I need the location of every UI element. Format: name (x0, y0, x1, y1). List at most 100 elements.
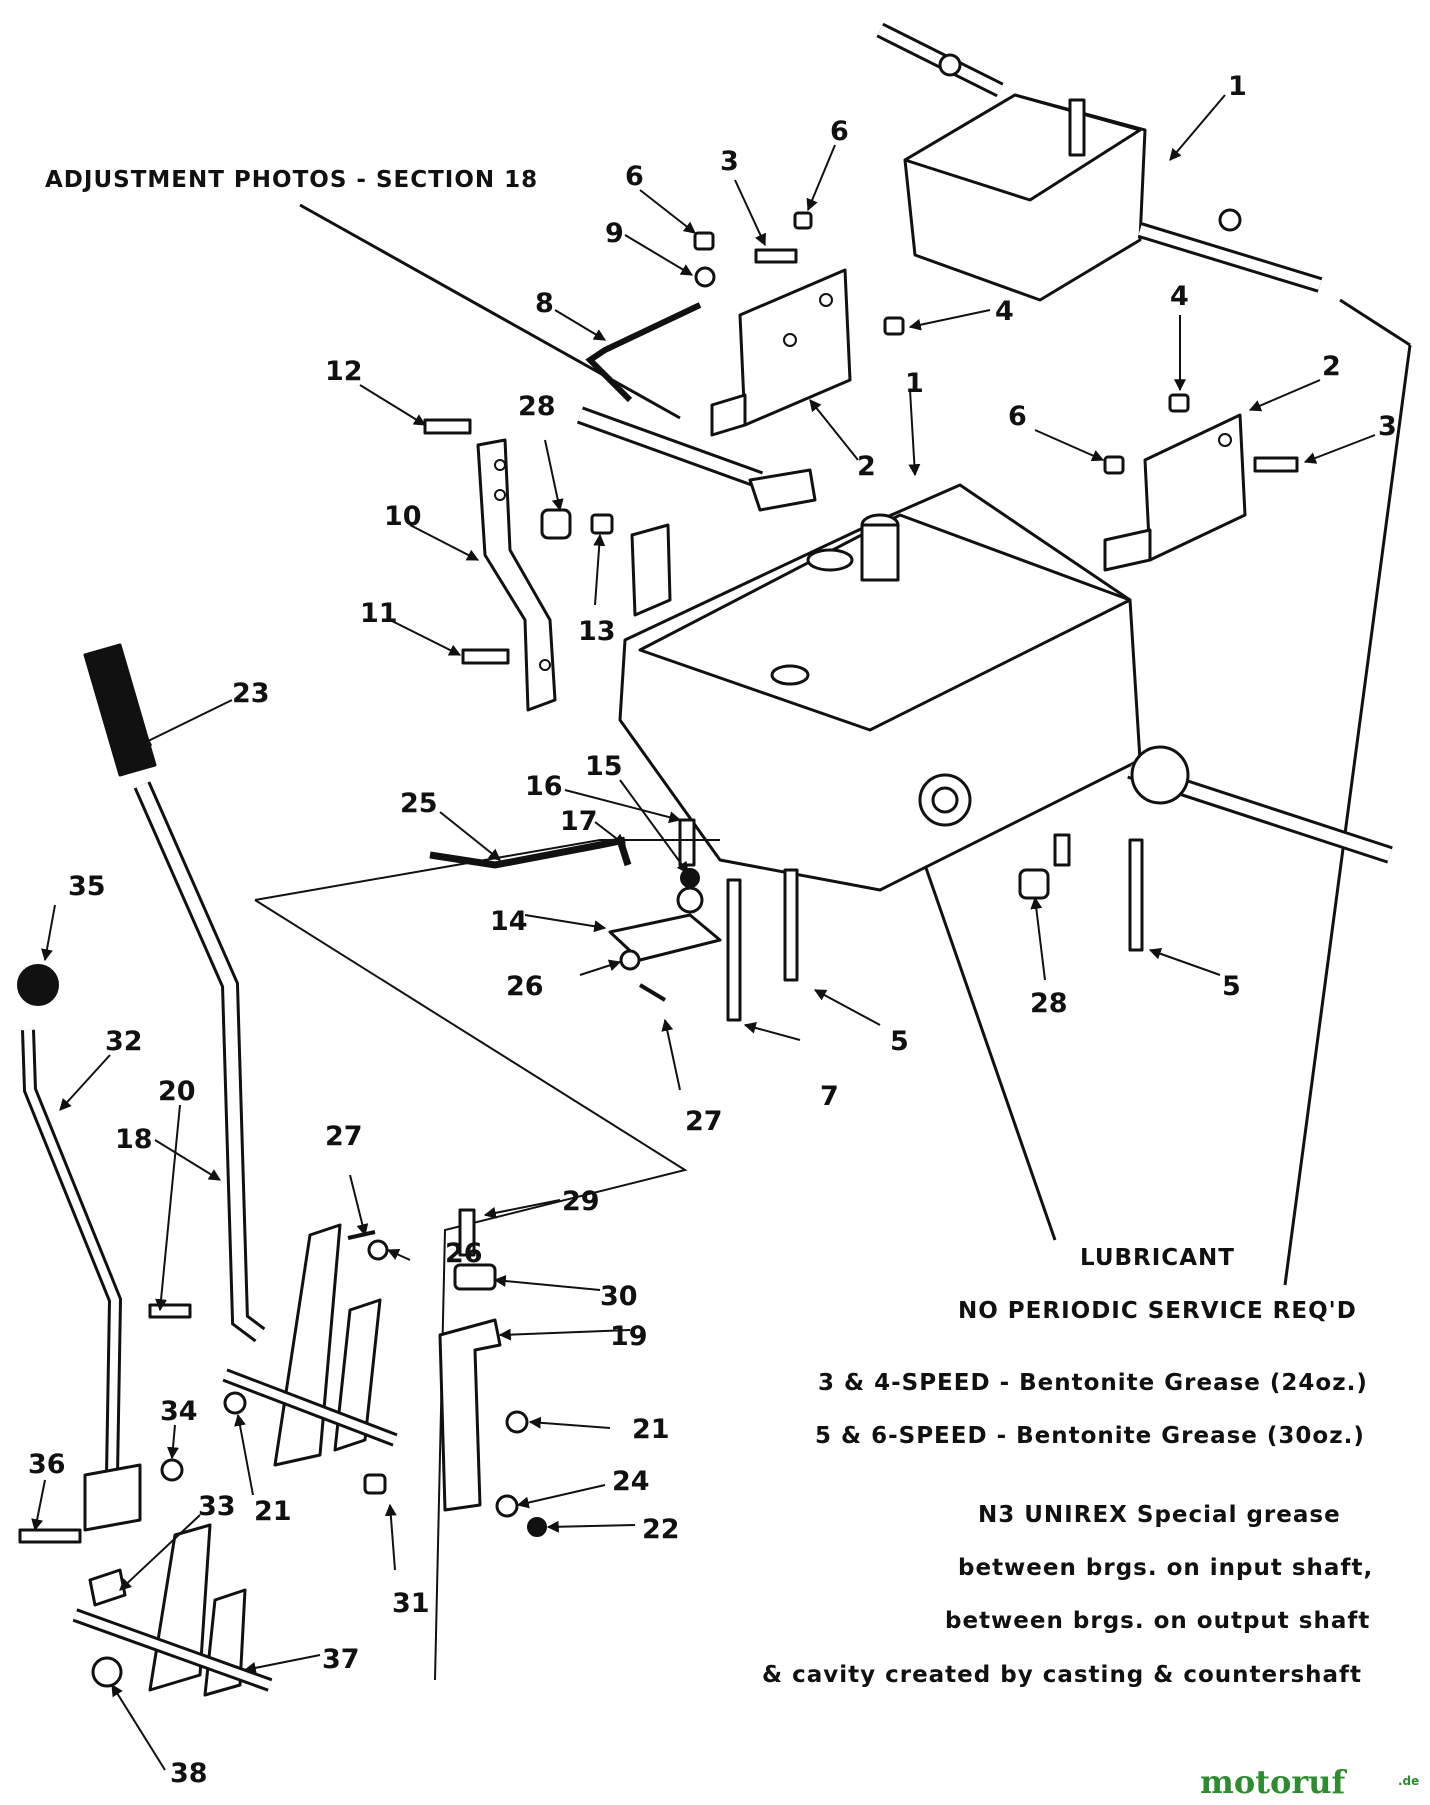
callout-2: 2 (857, 451, 876, 482)
nut-21a (223, 1391, 247, 1415)
transaxle-top (876, 22, 1323, 302)
callout-32: 32 (105, 1026, 143, 1057)
callout-19: 19 (610, 1321, 648, 1352)
callout-6: 6 (1008, 401, 1027, 432)
callout-5: 5 (1222, 971, 1241, 1002)
callout-17: 17 (560, 806, 598, 837)
callout-26: 26 (506, 971, 544, 1002)
knob-35 (17, 964, 59, 1006)
watermark-suffix: .de (1398, 1774, 1419, 1788)
callout-10: 10 (384, 501, 422, 532)
ring-38 (91, 1656, 123, 1688)
bolt-7 (726, 878, 742, 1022)
lubricant-leader-left (923, 864, 1057, 1241)
bolt-11 (461, 648, 510, 665)
lubricant-leader-right (1283, 344, 1412, 1286)
callout-arrows (31, 94, 1376, 1771)
bolt-29 (458, 1208, 476, 1257)
callout-6: 6 (625, 161, 644, 192)
bolt-16 (678, 818, 696, 867)
clevis-36 (83, 1463, 142, 1532)
lever-23-18 (83, 643, 266, 1343)
callout-11: 11 (360, 598, 398, 629)
plate-right-of-10 (630, 523, 672, 617)
adjustment-note: ADJUSTMENT PHOTOS - SECTION 18 (45, 167, 538, 193)
nut-6b (793, 211, 813, 230)
bolt-5b (1128, 838, 1144, 952)
callout-34: 34 (160, 1396, 198, 1427)
bolt-36 (18, 1528, 82, 1544)
special-grease-line-1: N3 UNIREX Special grease (978, 1502, 1341, 1528)
callout-1: 1 (905, 368, 924, 399)
callout-36: 36 (28, 1449, 66, 1480)
callout-18: 18 (115, 1124, 153, 1155)
pin-27a (638, 983, 667, 1002)
bolt-12 (423, 418, 472, 435)
callout-16: 16 (525, 771, 563, 802)
clip-31 (363, 1473, 387, 1495)
nut-34 (160, 1458, 184, 1482)
washer-9 (694, 266, 716, 288)
bracket-2-left (710, 268, 852, 437)
lubricant-notes: LUBRICANT NO PERIODIC SERVICE REQ'D 3 & … (762, 1245, 1373, 1688)
nut-6c (1103, 455, 1125, 475)
washer-24 (495, 1494, 519, 1518)
lockwasher-15 (680, 868, 700, 888)
lubricant-title: LUBRICANT (1080, 1245, 1235, 1271)
callout-26: 26 (445, 1238, 483, 1269)
washer-15 (676, 886, 704, 914)
callout-8: 8 (535, 288, 554, 319)
callout-37: 37 (322, 1644, 360, 1675)
callout-4: 4 (995, 296, 1014, 327)
callout-2: 2 (1322, 351, 1341, 382)
callout-5: 5 (890, 1026, 909, 1057)
watermark: motoruf (1200, 1763, 1347, 1800)
clip-28a (540, 508, 572, 540)
clip-28b (1018, 868, 1050, 900)
callout-31: 31 (392, 1588, 430, 1619)
nut-22 (527, 1517, 547, 1537)
callout-38: 38 (170, 1758, 208, 1789)
grip-23 (83, 643, 157, 777)
bolt-5a (783, 868, 799, 982)
rod-8 (585, 302, 702, 403)
lubricant-leader-top (1339, 298, 1411, 347)
callout-22: 22 (642, 1514, 680, 1545)
pedal-assembly-lower (72, 1523, 273, 1697)
washer-26b (367, 1239, 389, 1261)
callout-30: 30 (600, 1281, 638, 1312)
callout-7: 7 (820, 1081, 839, 1112)
callout-23: 23 (232, 678, 270, 709)
callout-1: 1 (1228, 71, 1247, 102)
callout-28: 28 (518, 391, 556, 422)
callout-9: 9 (605, 218, 624, 249)
callout-27: 27 (325, 1121, 363, 1152)
lubricant-service: NO PERIODIC SERVICE REQ'D (958, 1298, 1357, 1324)
clip-33 (88, 1568, 127, 1607)
callout-28: 28 (1030, 988, 1068, 1019)
callout-3: 3 (1378, 411, 1397, 442)
pedal-assembly-upper (148, 1208, 547, 1537)
lever-32 (17, 964, 184, 1607)
callout-21: 21 (254, 1496, 292, 1527)
special-grease-line-2: between brgs. on input shaft, (958, 1555, 1373, 1581)
callout-6: 6 (830, 116, 849, 147)
callout-12: 12 (325, 356, 363, 387)
bolt-3b (1253, 456, 1299, 473)
bracket-2-right (1103, 413, 1247, 572)
rod-25 (429, 836, 626, 869)
callout-14: 14 (490, 906, 528, 937)
callout-20: 20 (158, 1076, 196, 1107)
callout-33: 33 (198, 1491, 236, 1522)
hardware (423, 211, 1299, 1022)
bolt-28b (1053, 833, 1071, 867)
bracket-19 (438, 1318, 502, 1512)
grease-5-6-speed: 5 & 6-SPEED - Bentonite Grease (30oz.) (815, 1423, 1365, 1449)
washer-26a (619, 949, 641, 971)
callout-3: 3 (720, 146, 739, 177)
grease-3-4-speed: 3 & 4-SPEED - Bentonite Grease (24oz.) (818, 1370, 1368, 1396)
nut-13 (590, 513, 614, 535)
callout-15: 15 (585, 751, 623, 782)
